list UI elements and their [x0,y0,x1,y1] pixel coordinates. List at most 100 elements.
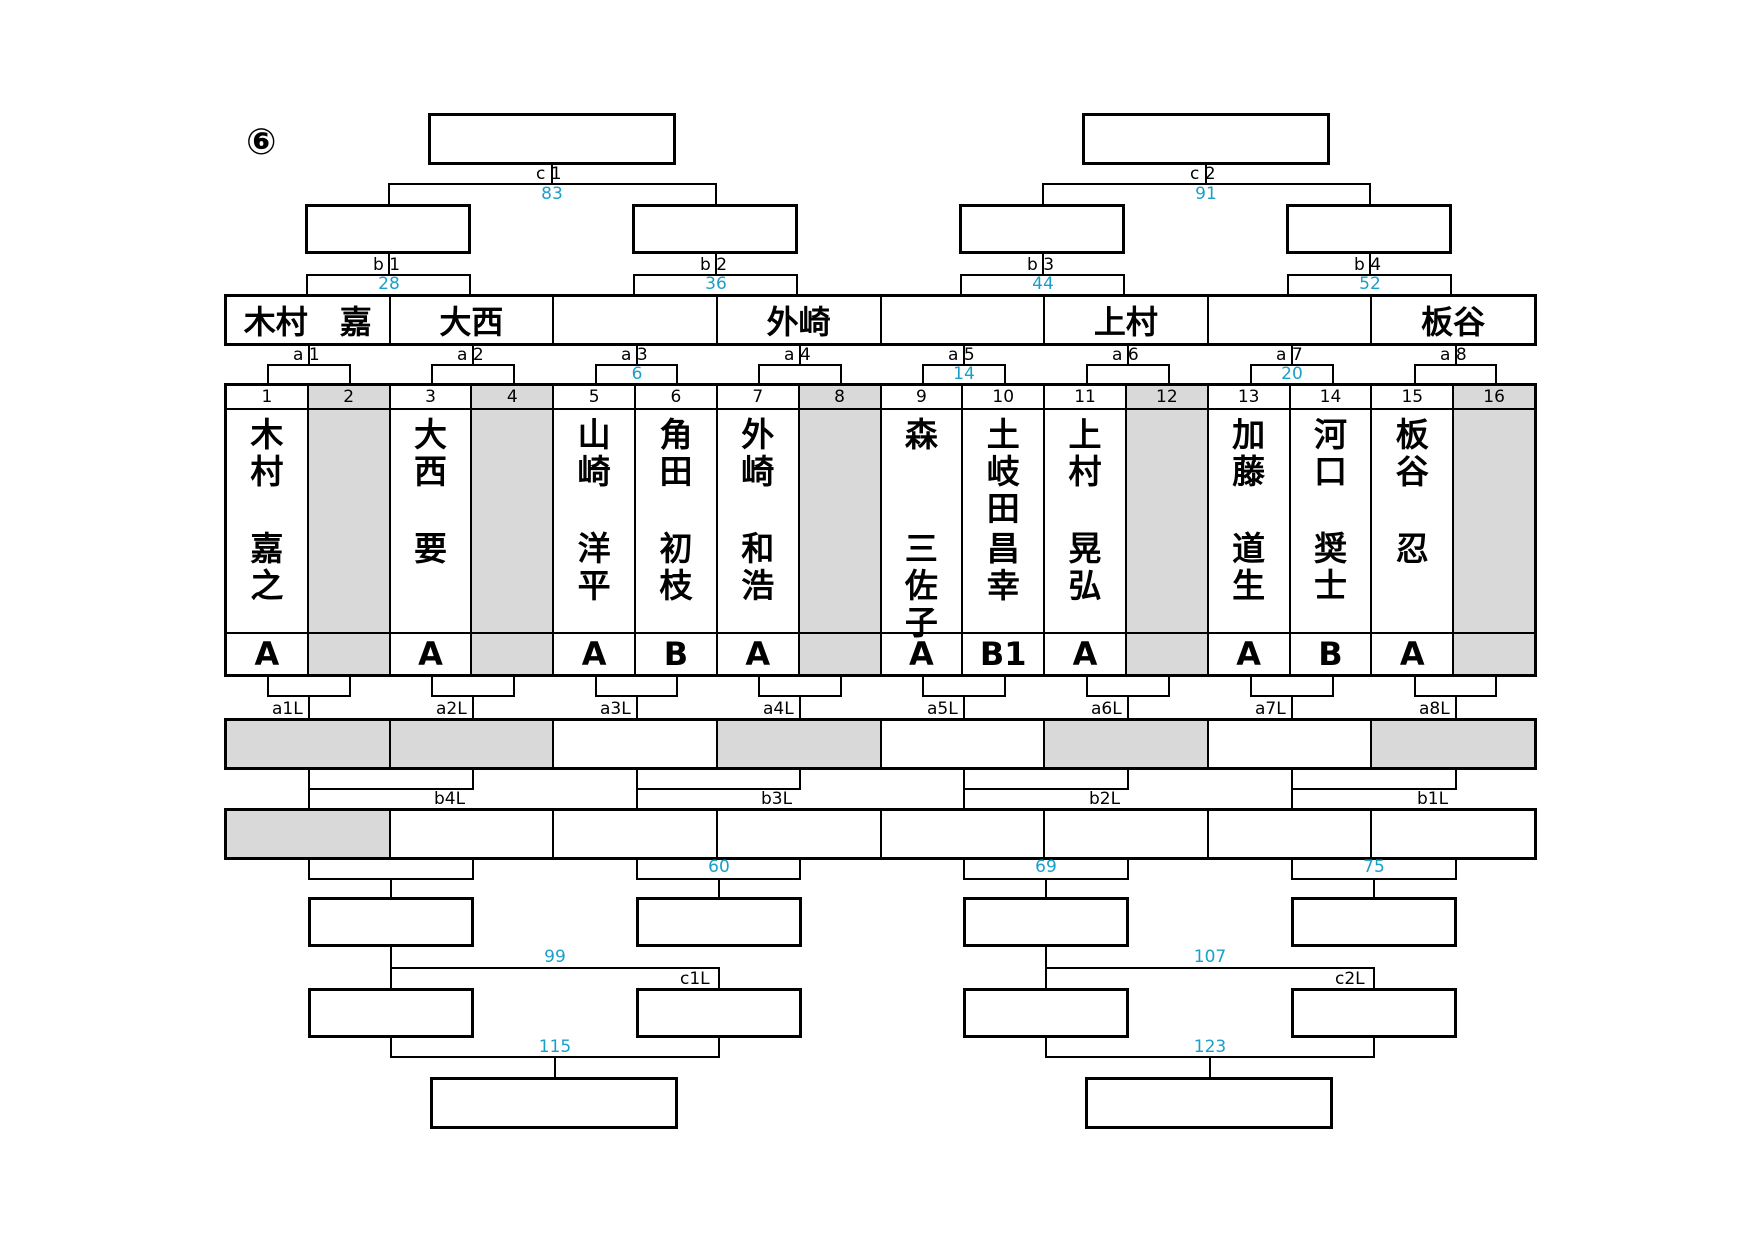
bracket-line [267,677,269,697]
player-family-name-char: 田 [986,489,1020,528]
bracket-line [308,788,474,790]
bracket-line [960,274,1125,276]
match-label-b1: b 1 [373,255,401,275]
player-name: 土岐田昌幸 [963,410,1044,634]
bracket-line [349,677,351,697]
player-slot-number: 5 [554,386,635,410]
a-winner-cell-2: 大西 [391,297,555,343]
player-grade: B [1318,635,1343,673]
bracket-line [306,274,471,276]
a-winner-cell-4: 外崎 [718,297,882,343]
player-slot-number: 6 [636,386,716,410]
bracket-line [1414,677,1416,697]
player-grade [1126,634,1207,674]
match-number-b2: 36 [705,274,727,294]
match-label-a4L: a4L [763,699,794,719]
lower-box-3 [963,897,1129,947]
bracket-line [388,183,390,205]
player-family-name-char: 上 [1068,415,1102,454]
player-slot-number: 10 [963,386,1044,410]
player-name [1454,410,1534,634]
match-label-a5: a 5 [948,345,975,365]
bracket-line [1045,878,1047,898]
match-number-final-2: 123 [1193,1037,1227,1057]
b-loser-cell-4 [718,811,882,857]
bracket-line [1332,364,1334,383]
player-family-name-char: 村 [1068,452,1102,491]
bracket-line [676,364,678,383]
bracket-line [963,346,965,364]
match-label-c2: c 2 [1190,164,1216,184]
match-label-a1L: a1L [272,699,303,719]
b-loser-cell-1 [227,811,391,857]
match-label-a2L: a2L [436,699,467,719]
bracket-line [633,274,635,296]
bracket-line [1455,695,1457,718]
bracket-line [388,254,390,274]
match-label-c1: c 1 [536,164,562,184]
bracket-line [1291,788,1457,790]
player-family-name-char: 田 [659,452,693,491]
a-loser-cell-8 [1372,721,1534,767]
a-loser-cell-2 [390,721,555,767]
bracket-line [1291,860,1293,880]
bracket-line [469,274,471,296]
bracket-line [758,364,760,383]
match-number-lower-3: 75 [1363,857,1385,877]
bracket-line [1495,677,1497,697]
a-winner-cell-3 [554,297,718,343]
match-number-c2L: 107 [1193,947,1227,967]
player-slot-number: 4 [472,386,553,410]
bracket-line [1250,677,1252,697]
bracket-line [390,967,720,969]
bracket-line [1450,274,1452,296]
bracket-line [796,274,798,296]
player-column: 16 [1454,386,1534,674]
champion-box-right [1082,113,1330,165]
player-family-name-char: 藤 [1232,452,1266,491]
player-given-name-char: 忍 [1395,529,1429,568]
a-loser-cell-5 [882,721,1046,767]
player-family-name-char: 河 [1313,415,1347,454]
player-grade: A [1236,635,1262,673]
match-number-b4: 52 [1359,274,1381,294]
bracket-line [308,860,310,880]
player-given-name-char: 士 [1313,566,1347,605]
bracket-line [1086,364,1088,383]
player-family-name-char: 木 [250,415,284,454]
a-loser-row [224,718,1537,770]
player-grade [472,634,553,674]
bracket-line [1455,346,1457,364]
player-name [472,410,553,634]
bracket-line [554,1056,556,1078]
bracket-line [1042,254,1044,274]
bracket-line [595,364,678,366]
bracket-line [715,254,717,274]
bracket-line [1045,1038,1047,1058]
bracket-line [431,364,515,366]
bracket-line [1127,860,1129,880]
match-label-a6L: a6L [1091,699,1122,719]
bracket-line [799,695,801,718]
bracket-line [1045,967,1375,969]
bracket-line [1332,677,1334,697]
match-label-a1: a 1 [293,345,320,365]
bracket-line [922,364,1006,366]
match-number-c2: 91 [1195,184,1217,204]
bracket-line [1373,1038,1375,1058]
match-label-c2L: c2L [1335,969,1365,989]
bracket-line [1291,695,1293,718]
player-family-name-char: 板 [1395,415,1429,454]
match-label-a6: a 6 [1112,345,1139,365]
player-grade: A [745,635,771,673]
match-label-a2: a 2 [457,345,484,365]
player-given-name-char: 和 [741,529,775,568]
match-label-b3: b 3 [1027,255,1055,275]
player-slot-number: 9 [881,386,962,410]
